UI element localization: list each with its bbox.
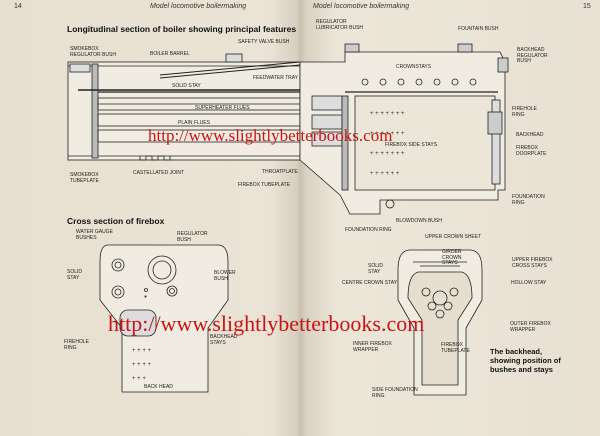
label-crownstays: CROWNSTAYS	[396, 64, 432, 70]
page-number-right: 15	[583, 3, 591, 10]
label-water-gauge: WATER GAUGE BUSHES	[76, 229, 113, 241]
boiler-barrel-section	[67, 53, 301, 161]
stay-dots: + + + + + + + + + + + + + + + + + + + + …	[132, 111, 405, 382]
running-head-left: Model locomotive boilermaking	[150, 3, 247, 10]
label-inner-wrapper: INNER FIREBOX WRAPPER	[353, 341, 392, 353]
label-plain-flues: PLAIN FLUES	[178, 120, 210, 126]
backhead-drawing	[99, 244, 229, 393]
longitudinal-title: Longitudinal section of boiler showing p…	[67, 24, 297, 34]
label-blower-bush: BLOWER BUSH	[214, 270, 236, 282]
label-regulator-lubricator: REGULATOR LUBRICATOR BUSH	[316, 19, 364, 31]
label-firebox-tubeplate: FIREBOX TUBEPLATE	[238, 182, 291, 188]
svg-text:+ + + + + + +: + + + + + + +	[370, 131, 405, 137]
label-firehole-ring-2: FIREHOLE RING	[64, 339, 90, 351]
label-safety-valve: SAFETY VALVE BUSH	[238, 39, 290, 45]
right-page: Model locomotive boilermaking 15	[301, 0, 600, 436]
label-back-head: BACK HEAD	[144, 384, 173, 390]
label-side-foundation: SIDE FOUNDATION RING	[372, 387, 418, 399]
label-outer-wrapper: OUTER FIREBOX WRAPPER	[510, 321, 551, 333]
label-solid-stay-3: SOLID STAY	[368, 263, 384, 275]
label-upper-crown-sheet: UPPER CROWN SHEET	[425, 234, 482, 240]
page-number-left: 14	[14, 3, 22, 10]
label-firebox-side-stays: FIREBOX SIDE STAYS	[385, 142, 438, 148]
svg-text:+ + + + + +: + + + + + +	[370, 171, 400, 177]
label-firehole-ring: FIREHOLE RING	[512, 106, 538, 118]
label-throatplate: THROATPLATE	[262, 169, 298, 175]
label-solid-stay: SOLID STAY	[172, 83, 201, 89]
label-backhead-regulator: BACKHEAD REGULATOR BUSH	[517, 47, 548, 65]
firebox-section	[299, 43, 509, 215]
label-smokebox-regulator: SMOKEBOX REGULATOR BUSH	[70, 46, 116, 58]
label-firebox-tubeplate-2: FIREBOX TUBEPLATE	[441, 342, 470, 354]
svg-text:+ + + + + + +: + + + + + + +	[370, 111, 405, 117]
backhead-caption: The backhead, showing position of bushes…	[490, 347, 561, 374]
label-smokebox-tubeplate: SMOKEBOX TUBEPLATE	[70, 172, 99, 184]
cross-section-title: Cross section of firebox	[67, 216, 165, 226]
watermark-top: http://www.slightlybetterbooks.com	[148, 126, 393, 145]
left-page: 14 Model locomotive boilermaking	[0, 0, 299, 436]
label-feedwater-tray: FEEDWATER TRAY	[253, 75, 299, 81]
label-hollow-stay: HOLLOW STAY	[511, 280, 547, 286]
svg-text:+ + +: + + +	[132, 376, 146, 382]
label-foundation-ring: FOUNDATION RING	[512, 194, 545, 206]
label-firebox-doorplate: FIREBOX DOORPLATE	[516, 145, 547, 157]
watermark-bottom: http://www.slightlybetterbooks.com	[108, 311, 425, 336]
label-regulator-bush: REGULATOR BUSH	[177, 231, 208, 243]
label-castellated: CASTELLATED JOINT	[133, 170, 185, 176]
svg-text:+ + + +: + + + +	[132, 362, 152, 368]
label-upper-firebox-cross: UPPER FIREBOX CROSS STAYS	[512, 257, 553, 269]
label-boiler-barrel: BOILER BARREL	[150, 51, 190, 57]
svg-text:+ + + +: + + + +	[132, 348, 152, 354]
label-fountain-bush: FOUNTAIN BUSH	[458, 26, 499, 32]
label-backhead-stays: BACKHEAD STAYS	[210, 334, 238, 346]
running-head-right: Model locomotive boilermaking	[313, 3, 410, 10]
label-foundation-ring-2: FOUNDATION RING	[345, 227, 392, 233]
end-section-drawing	[397, 249, 483, 396]
label-centre-crown-stay: CENTRE CROWN STAY	[342, 280, 398, 286]
svg-text:+ + + + + + +: + + + + + + +	[370, 151, 405, 157]
label-backhead: BACKHEAD	[516, 132, 544, 138]
label-superheater: SUPERHEATER FLUES	[195, 105, 250, 111]
label-blowdown-bush: BLOWDOWN BUSH	[396, 218, 442, 224]
label-girder-crown-stays: GIRDER CROWN STAYS	[442, 249, 462, 267]
label-solid-stay-2: SOLID STAY	[67, 269, 83, 281]
